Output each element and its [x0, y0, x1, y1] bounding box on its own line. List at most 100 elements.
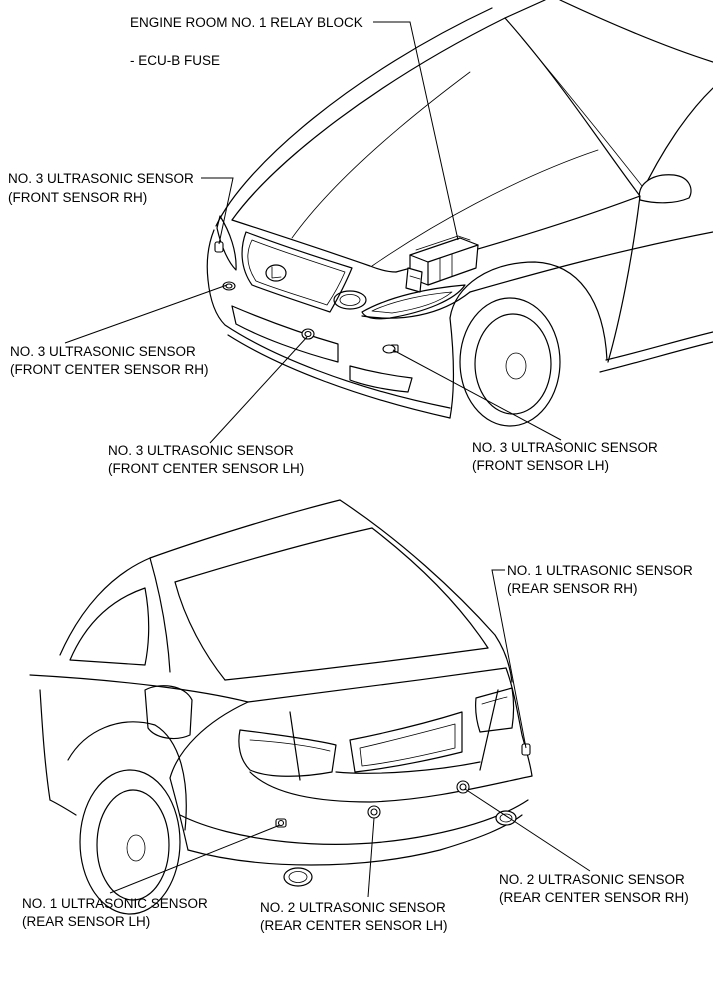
front-sensor-lh-name: NO. 3 ULTRASONIC SENSOR [472, 440, 658, 455]
rear-center-sensor-rh-name: NO. 2 ULTRASONIC SENSOR [499, 872, 685, 887]
front-center-sensor-rh-position: (FRONT CENTER SENSOR RH) [10, 362, 209, 377]
near-headlight [361, 284, 466, 320]
front-car-drawing [206, 0, 713, 427]
right-taillight-inner [481, 696, 508, 705]
fog-lamp-round-inner [339, 294, 361, 306]
body-left-edge [39, 689, 51, 801]
front-wheel-hub [505, 352, 527, 380]
rear-bumper-top [249, 771, 533, 803]
rear-window-bottom [224, 647, 489, 681]
hood-crease-left [291, 71, 471, 239]
far-sill [49, 799, 77, 816]
rear-window-top [174, 527, 373, 583]
rear-sensor-lh-position: (REAR SENSOR LH) [22, 914, 150, 929]
quarter-panel-edge [169, 701, 249, 779]
rear-tire [79, 769, 181, 915]
hood-far-edge [231, 17, 506, 221]
sill-line [605, 331, 713, 361]
front-tire [459, 297, 561, 427]
grille-emblem-letter [271, 266, 282, 279]
rear-wheel-arch [67, 721, 187, 831]
hood-cowl-line [504, 17, 641, 197]
lower-intake [231, 305, 339, 363]
grille-inner [247, 239, 346, 306]
rear-sensor-lh-name: NO. 1 ULTRASONIC SENSOR [22, 896, 208, 911]
body-side-crease [469, 231, 713, 293]
front-bumper-lower [227, 334, 451, 419]
rear-center-sensor-lh-leader [367, 817, 375, 898]
grille-emblem [265, 264, 287, 282]
fog-recess-near [349, 365, 413, 393]
lower-sill-line [599, 341, 713, 373]
front-door-edge [607, 195, 641, 363]
rear-center-sensor-lh-position: (REAR CENTER SENSOR LH) [260, 918, 448, 933]
license-plate [359, 723, 456, 767]
trunk-lower-line [335, 761, 481, 774]
rear-door-window [69, 587, 150, 666]
left-taillight-inner [249, 739, 331, 752]
front-center-sensor-rh-leader [64, 284, 228, 344]
front-bumper-near-top [361, 291, 471, 319]
grille-outer [241, 231, 353, 313]
front-center-sensor-lh-marker [301, 328, 315, 340]
relay-block-title: ENGINE ROOM NO. 1 RELAY BLOCK [130, 15, 363, 30]
right-taillight [475, 687, 515, 733]
front-sensor-lh-position: (FRONT SENSOR LH) [472, 458, 609, 473]
fuel-door [144, 685, 193, 740]
front-sensor-lh-leader [392, 349, 562, 441]
trunk-face-right [479, 689, 499, 771]
rear-wheel-hub [126, 834, 146, 862]
rear-center-sensor-rh-position: (REAR CENTER SENSOR RH) [499, 890, 689, 905]
rear-center-sensor-lh-name: NO. 2 ULTRASONIC SENSOR [260, 900, 446, 915]
trunk-face-left [289, 711, 301, 781]
hood-crease-right [371, 149, 599, 267]
c-pillar-outer [339, 499, 513, 683]
rear-bumper-lip [187, 814, 523, 866]
right-exhaust-inner [499, 813, 513, 823]
rear-bumper-face [179, 799, 529, 845]
side-mirror [638, 174, 692, 204]
near-headlight-inner [371, 291, 453, 314]
front-center-sensor-lh-leader [209, 336, 308, 444]
rear-center-sensor-rh-leader [464, 788, 591, 872]
windshield-far-pillar [504, 0, 546, 19]
front-sensor-rh-name: NO. 3 ULTRASONIC SENSOR [8, 171, 194, 186]
trunk-spoiler-edge [247, 667, 507, 703]
rear-center-sensor-rh-marker [456, 780, 470, 794]
far-fender-line [215, 7, 493, 227]
license-plate-recess [349, 711, 463, 773]
windshield-base [521, 37, 643, 187]
left-taillight [238, 729, 337, 777]
rear-bumper-side [169, 777, 189, 851]
front-sensor-lh-marker [382, 344, 399, 354]
rear-sensor-rh-leader [491, 569, 527, 749]
front-sensor-rh-leader [201, 177, 234, 245]
rear-sensor-rh-marker [521, 743, 531, 756]
c-pillar-inner [371, 527, 489, 649]
front-center-sensor-lh-name: NO. 3 ULTRASONIC SENSOR [108, 443, 294, 458]
rear-car-drawing [29, 499, 533, 915]
front-bumper-face [207, 279, 451, 409]
front-center-sensor-rh-name: NO. 3 ULTRASONIC SENSOR [10, 344, 196, 359]
front-center-sensor-rh-marker [222, 281, 236, 291]
rear-sensor-lh-leader [109, 824, 281, 894]
rear-sensor-lh-marker [275, 818, 287, 828]
rear-sensor-rh-position: (REAR SENSOR RH) [507, 581, 638, 596]
front-bumper-near-corner [449, 317, 455, 419]
front-wheel-arch [449, 261, 608, 361]
front-sensor-rh-position: (FRONT SENSOR RH) [8, 190, 147, 205]
front-wheel-rim [474, 313, 552, 415]
fog-lamp-round [333, 290, 367, 310]
front-center-sensor-lh-position: (FRONT CENTER SENSOR LH) [108, 461, 304, 476]
relay-block-item: - ECU-B FUSE [130, 53, 220, 68]
front-bumper-far-corner [206, 229, 215, 281]
relay-block-leader [373, 21, 459, 241]
roof-outer [59, 499, 341, 656]
rear-wheel-rim [96, 789, 170, 901]
near-rear-quarter [505, 667, 533, 777]
rear-window-left [174, 581, 226, 681]
left-exhaust-tip [283, 867, 313, 887]
left-exhaust-inner [288, 871, 308, 883]
right-exhaust-tip [495, 810, 517, 826]
rear-sensor-rh-name: NO. 1 ULTRASONIC SENSOR [507, 563, 693, 578]
